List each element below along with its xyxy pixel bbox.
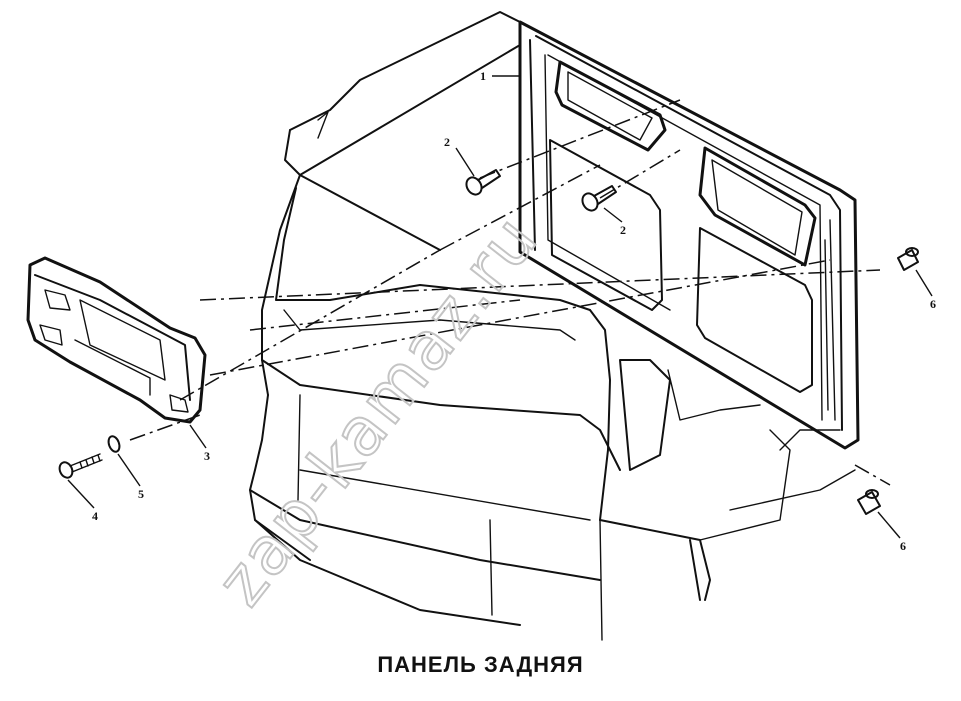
cab-body <box>249 11 856 641</box>
callout-clip-left: 2 <box>444 135 450 149</box>
callouts: 1 2 2 3 4 5 6 6 <box>92 69 936 553</box>
trim-cover <box>26 256 207 424</box>
diagram-caption: ПАНЕЛЬ ЗАДНЯЯ <box>377 652 584 677</box>
callout-bolt: 4 <box>92 509 98 523</box>
callout-plug-upper: 6 <box>930 297 936 311</box>
callout-rear-panel: 1 <box>480 69 486 83</box>
washer <box>107 435 121 453</box>
clip-right <box>581 185 617 212</box>
callout-washer: 5 <box>138 487 144 501</box>
plug-upper <box>897 247 919 271</box>
rear-panel <box>518 20 860 450</box>
plug-lower <box>857 489 881 515</box>
bolt <box>58 453 103 479</box>
callout-plug-lower: 6 <box>900 539 906 553</box>
callout-clip-right: 2 <box>620 223 626 237</box>
leader-lines <box>67 75 933 539</box>
clip-left <box>465 169 501 196</box>
callout-trim-cover: 3 <box>204 449 210 463</box>
assembly-lines <box>129 99 891 486</box>
watermark: zap-kamaz.ru <box>202 201 553 620</box>
